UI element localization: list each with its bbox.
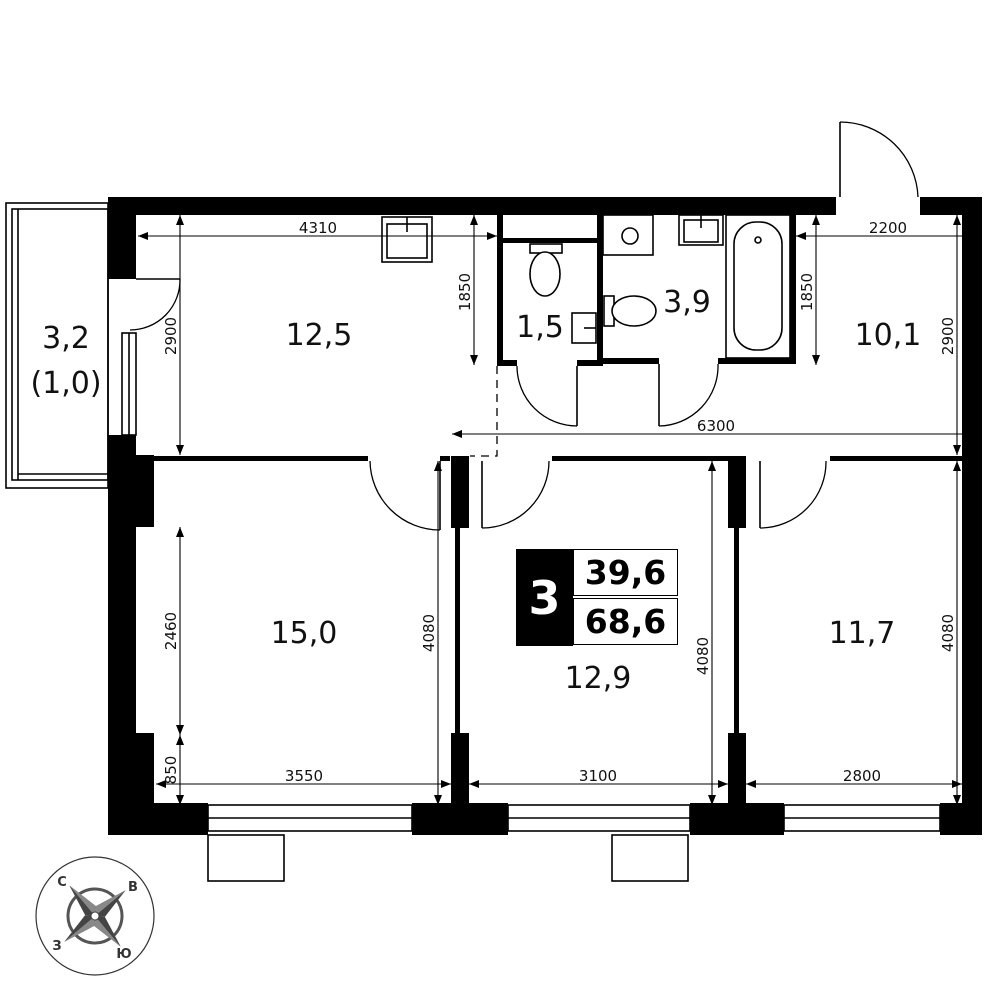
bathtub xyxy=(725,214,791,359)
dim-2900-left: 2900 xyxy=(162,317,180,355)
dimension-lines xyxy=(138,215,980,805)
dim-850: 850 xyxy=(162,756,180,785)
toilet-wc xyxy=(529,243,563,297)
toilet-bath xyxy=(603,295,657,327)
compass-south: Ю xyxy=(116,947,131,962)
dim-1850-right: 1850 xyxy=(798,273,816,311)
dim-4080-mid: 4080 xyxy=(694,637,712,675)
windows xyxy=(121,332,941,882)
living-area: 39,6 xyxy=(573,549,678,596)
doors xyxy=(129,121,919,531)
kitchen-living-area: 12,5 xyxy=(286,318,353,353)
bedroom-sw-area: 15,0 xyxy=(271,616,338,651)
dim-2200: 2200 xyxy=(869,219,907,237)
dim-3100: 3100 xyxy=(579,767,617,785)
wc-area: 1,5 xyxy=(516,310,564,345)
dim-4080-right: 4080 xyxy=(939,614,957,652)
dim-4310: 4310 xyxy=(299,219,337,237)
apartment-summary-badge: 3 39,6 68,6 xyxy=(516,549,680,646)
dim-2460: 2460 xyxy=(162,612,180,650)
balcony xyxy=(5,202,109,489)
bedroom-ne-area: 10,1 xyxy=(855,318,922,353)
dim-2800: 2800 xyxy=(843,767,881,785)
compass-west: З xyxy=(52,939,61,954)
total-area: 68,6 xyxy=(573,598,678,645)
compass: С В Ю З xyxy=(35,856,155,976)
balcony-area: 3,2 xyxy=(42,321,90,356)
bath-sink xyxy=(678,214,724,246)
dim-1850-left: 1850 xyxy=(456,273,474,311)
dim-4080-left: 4080 xyxy=(420,614,438,652)
bedroom-se-area: 11,7 xyxy=(829,616,896,651)
dim-3550: 3550 xyxy=(285,767,323,785)
dimension-arrows xyxy=(138,215,980,805)
interior-walls xyxy=(136,213,962,833)
room-count: 3 xyxy=(516,549,573,646)
dim-2900-right: 2900 xyxy=(939,317,957,355)
dim-6300: 6300 xyxy=(697,417,735,435)
bathroom-area: 3,9 xyxy=(663,285,711,320)
balcony-area-sub: (1,0) xyxy=(30,366,101,401)
compass-rose-icon xyxy=(64,885,126,947)
kitchen-sink xyxy=(381,216,433,263)
compass-north: С xyxy=(57,875,67,890)
washing-machine xyxy=(602,214,654,256)
wc-sink xyxy=(571,312,597,344)
compass-east: В xyxy=(128,880,138,895)
exterior-walls xyxy=(108,197,982,835)
bedroom-center-area: 12,9 xyxy=(565,661,632,696)
